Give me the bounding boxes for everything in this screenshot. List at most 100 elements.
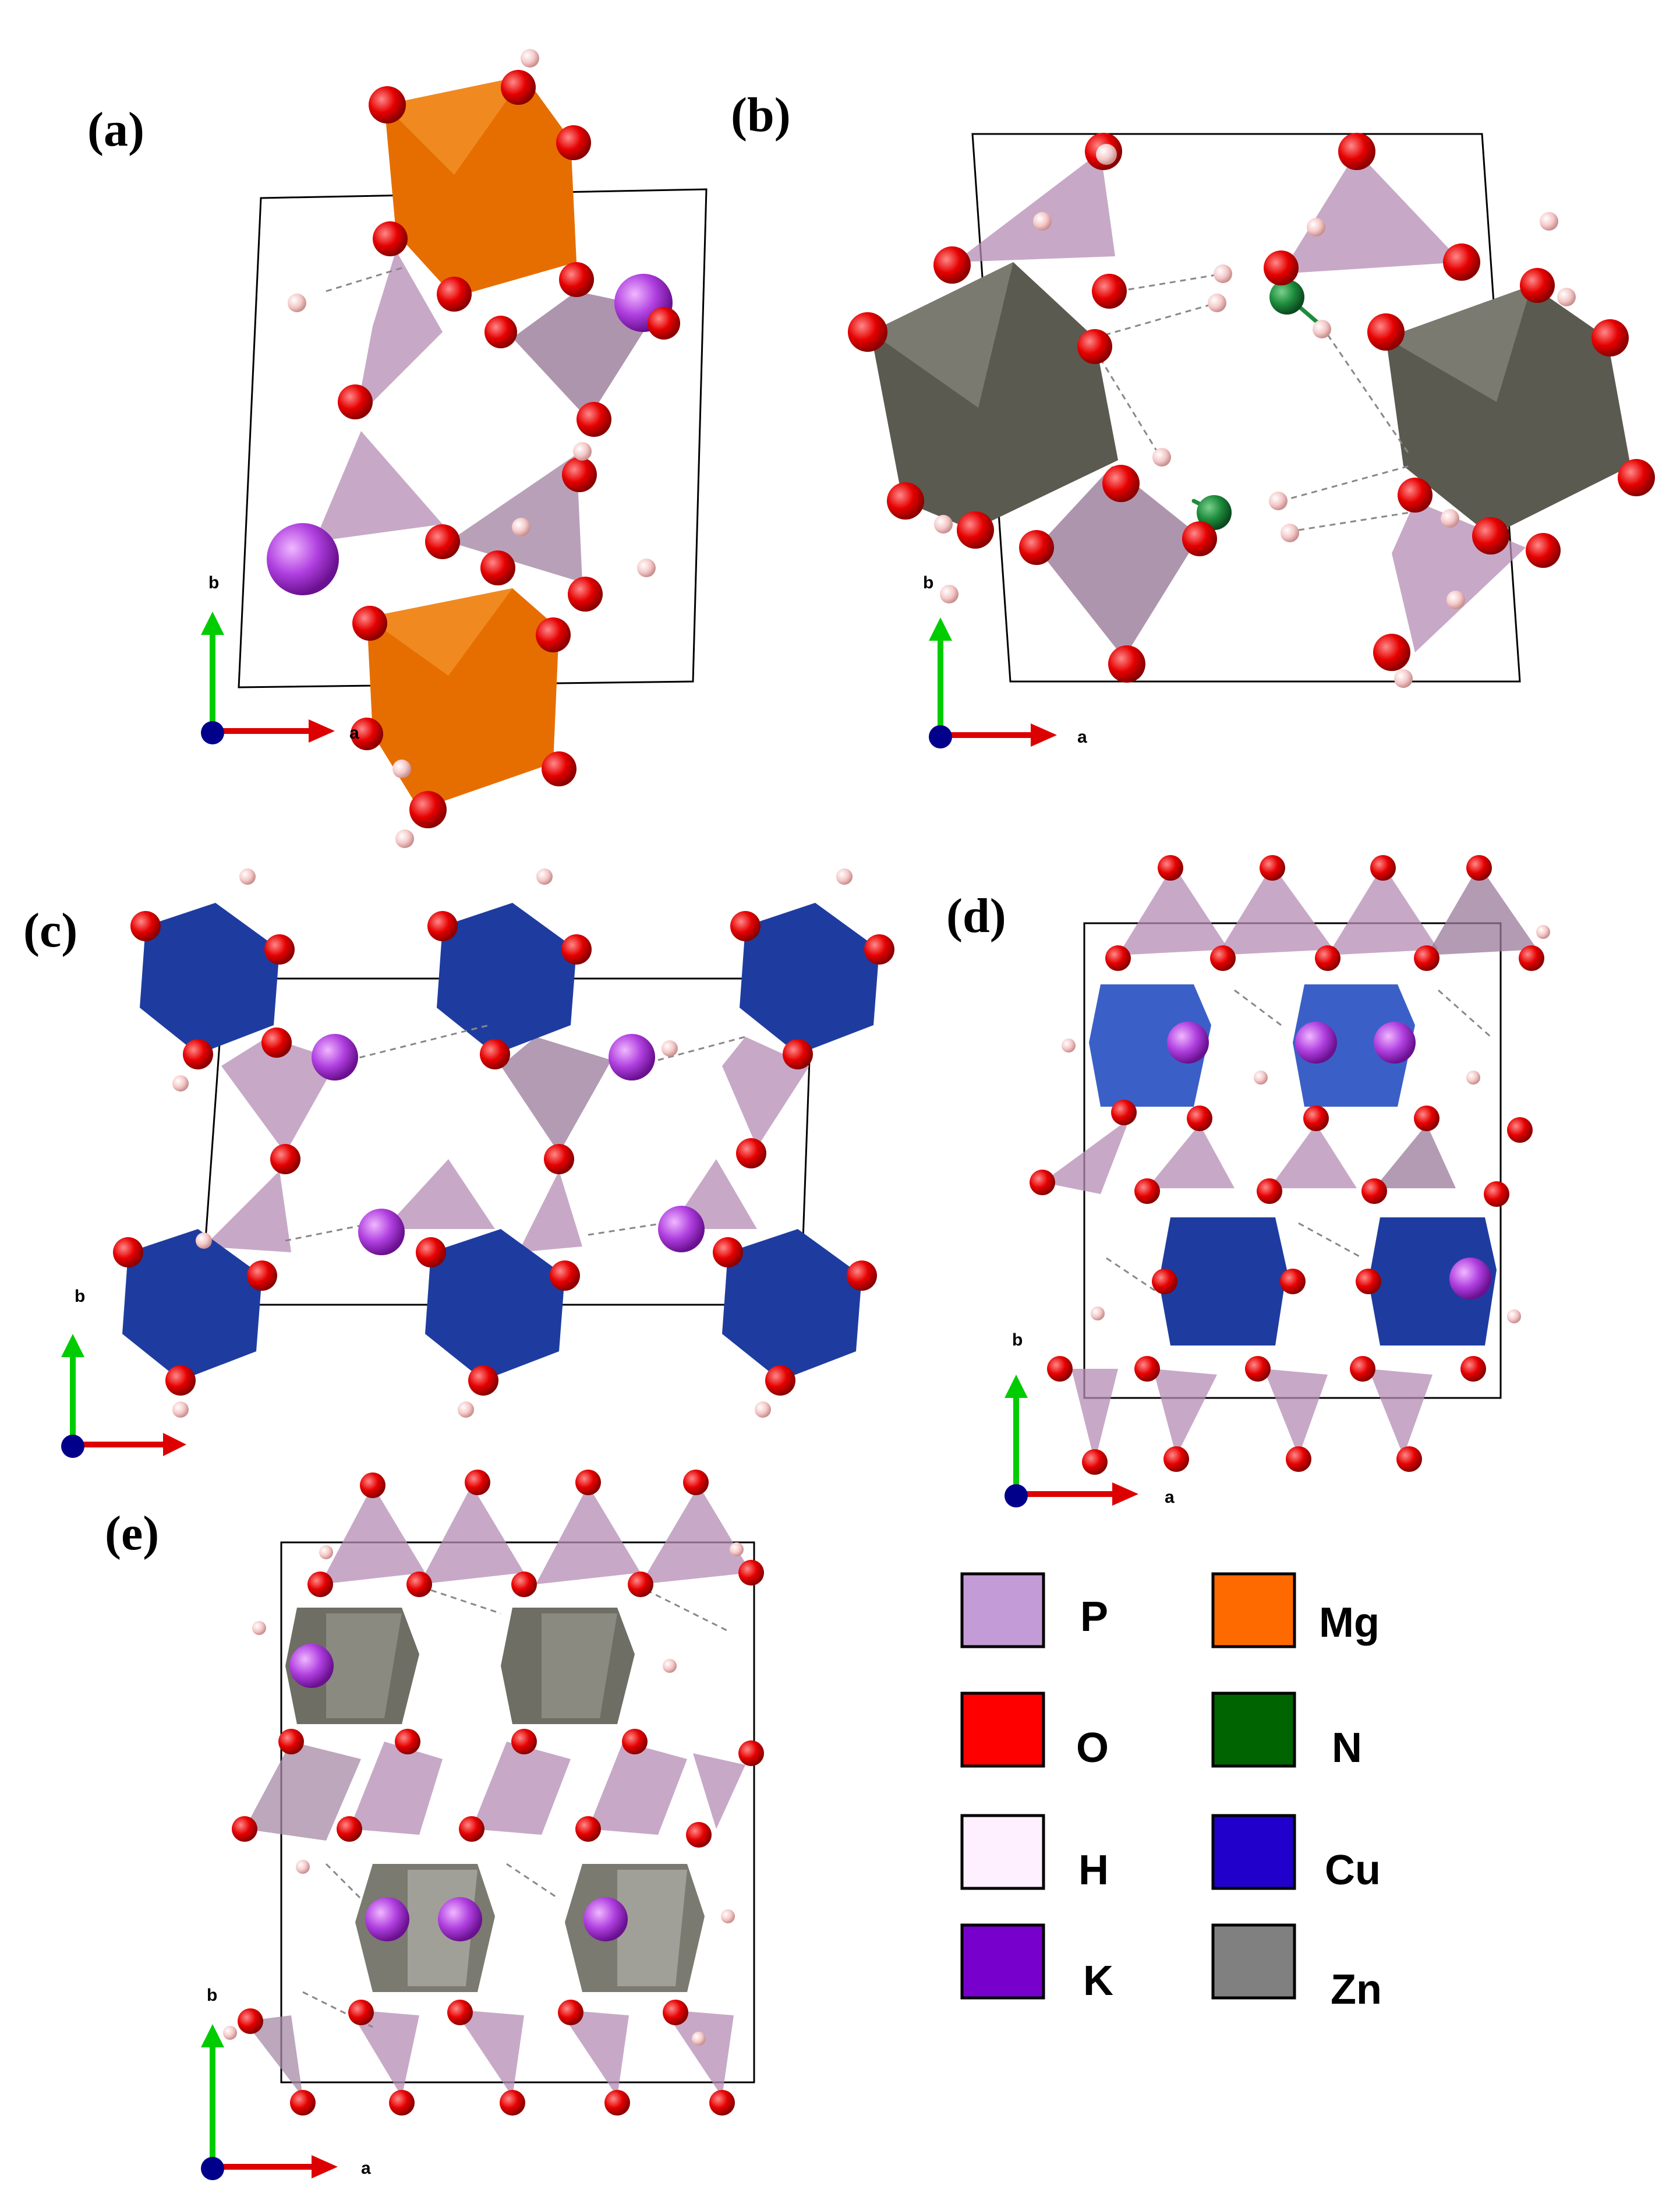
phosphate-tetrahedron (1071, 1369, 1118, 1462)
oxygen-atom (1092, 274, 1127, 309)
legend-item-p: P (960, 1572, 1108, 1648)
oxygen-atom (1370, 855, 1396, 881)
hydrogen-atom (512, 518, 530, 536)
oxygen-atom (1443, 243, 1480, 281)
oxygen-atom (1082, 1449, 1108, 1475)
atoms-b (848, 133, 1655, 688)
atoms-c (113, 868, 894, 1418)
hydrogen-atom (536, 868, 553, 885)
axis-label-b: b (207, 1986, 217, 2005)
legend-label-zn: Zn (1331, 1966, 1382, 2013)
cu-octahedron (1159, 1217, 1287, 1346)
oxygen-atom (562, 457, 597, 492)
hbond-a (326, 267, 402, 292)
legend-swatch-zn (1211, 1923, 1296, 2000)
oxygen-atom (575, 1470, 601, 1495)
oxygen-atom (1047, 1356, 1073, 1382)
hydrogen-atom (172, 1075, 189, 1092)
axis-c-dot (929, 725, 952, 748)
axis-c-dot (61, 1435, 84, 1458)
zn-octahedron-face (617, 1870, 687, 1986)
axis-indicator-b: b a (923, 573, 1087, 748)
hydrogen-atom (1062, 1039, 1076, 1053)
oxygen-atom (409, 791, 447, 828)
oxygen-atom (1077, 329, 1112, 364)
oxygen-atom (373, 221, 408, 256)
hydrogen-atom (172, 1401, 189, 1418)
oxygen-atom (536, 617, 571, 652)
legend-swatch-h (960, 1814, 1045, 1890)
panel-a: (a) (87, 49, 708, 848)
oxygen-atom (389, 2090, 415, 2116)
oxygen-atom (1460, 1356, 1486, 1382)
hydrogen-atom (1507, 1309, 1521, 1323)
oxygen-atom (550, 1260, 580, 1291)
oxygen-atom (709, 2090, 735, 2116)
oxygen-atom (1350, 1356, 1375, 1382)
oxygen-atom (459, 1816, 484, 1842)
oxygen-atom (480, 1039, 510, 1069)
oxygen-atom (1507, 1117, 1533, 1143)
oxygen-atom (447, 2000, 473, 2025)
axis-label-b: b (75, 1287, 85, 1306)
oxygen-atom (848, 312, 887, 352)
potassium-atom (267, 523, 339, 595)
oxygen-atom (864, 934, 894, 965)
oxygen-atom (270, 1144, 300, 1174)
phosphate-tetrahedron (384, 1159, 495, 1229)
hydrogen-atom (252, 1621, 266, 1635)
cu-octahedron (140, 903, 280, 1054)
phosphate-tetrahedron (588, 1742, 687, 1835)
oxygen-atom (307, 1572, 333, 1597)
phosphate-tetrahedron (245, 2015, 303, 2097)
oxygen-atom (427, 911, 458, 941)
phosphate-tetrahedron (349, 2010, 419, 2097)
legend-item-mg: Mg (1211, 1572, 1380, 1648)
hbond-e (302, 1589, 728, 2028)
oxygen-atom (556, 125, 591, 160)
phosphate-tetrahedron (501, 1037, 611, 1153)
panel-e: (e) (105, 1470, 764, 2180)
zn-octahedra-b (871, 262, 1631, 536)
potassium-atom (1449, 1258, 1491, 1299)
oxygen-atom (1398, 478, 1433, 513)
oxygen-atom (1134, 1356, 1160, 1382)
hydrogen-atom (940, 585, 959, 603)
axis-indicator-e: b a (201, 1986, 371, 2180)
oxygen-atom (730, 911, 761, 941)
legend-label-p: P (1080, 1594, 1108, 1640)
axis-indicator-c: b (61, 1287, 186, 1458)
phosphate-tetrahedron (1328, 865, 1438, 955)
oxygen-atom (1466, 855, 1492, 881)
phosphate-tetrahedron (454, 2010, 524, 2097)
oxygen-atom (1152, 1269, 1177, 1294)
axis-c-dot (1005, 1484, 1028, 1507)
potassium-atom (609, 1034, 655, 1080)
potassium-atom (358, 1209, 405, 1255)
legend-item-cu: Cu (1211, 1814, 1381, 1894)
legend-label-h: H (1078, 1847, 1109, 1894)
zn-octahedron-face (326, 1613, 402, 1718)
oxygen-atom (261, 1027, 292, 1058)
oxygen-atom (1414, 945, 1440, 971)
tetrahedra-a (314, 250, 658, 582)
hydrogen-atom (1536, 925, 1550, 939)
panel-label-b: (b) (731, 88, 791, 142)
hydrogen-atom (1254, 1071, 1268, 1085)
mg-octahedra-a (367, 76, 576, 810)
phosphate-tetrahedron (355, 250, 443, 419)
phosphate-tetrahedron (245, 1742, 361, 1841)
panel-d: (d) (946, 855, 1550, 1507)
oxygen-atom (1367, 313, 1405, 351)
legend-item-o: O (960, 1692, 1109, 1771)
oxygen-atom (542, 751, 576, 786)
panel-label-c: (c) (23, 903, 77, 958)
bonds-b (1191, 289, 1324, 515)
oxygen-atom (686, 1822, 712, 1848)
hydrogen-atom (1540, 212, 1558, 231)
oxygen-atom (1182, 521, 1217, 556)
phosphate-tetrahedron (1269, 1124, 1357, 1188)
oxygen-atom (1210, 945, 1236, 971)
axis-c-dot (201, 2157, 224, 2180)
oxygen-atom (511, 1729, 537, 1754)
